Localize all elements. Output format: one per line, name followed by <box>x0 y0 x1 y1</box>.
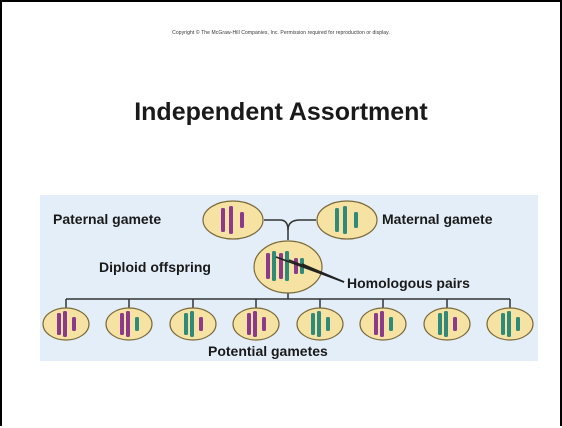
chromosome-long <box>444 311 448 337</box>
chromosome-short <box>516 317 520 331</box>
chromosome-paternal <box>279 253 283 279</box>
chromosome-paternal <box>294 258 298 274</box>
gamete-tree <box>65 292 511 309</box>
slide-title: Independent Assortment <box>134 98 428 126</box>
potential-gamete-cell <box>486 307 534 341</box>
potential-gamete-cell <box>42 307 90 341</box>
diploid-offspring-label: Diploid offspring <box>99 259 211 275</box>
chromosome-long <box>190 311 194 337</box>
chromosome-long <box>247 313 251 335</box>
potential-gametes-label: Potential gametes <box>208 343 328 359</box>
chromosome-long <box>57 313 61 335</box>
potential-gamete-cell <box>169 307 217 341</box>
chromosome-long <box>311 313 315 335</box>
chromosome-long <box>317 311 321 337</box>
maternal-gamete-cell <box>316 200 378 240</box>
chromosome-maternal <box>285 251 289 281</box>
chromosome-long <box>374 313 378 335</box>
chromosome-long <box>184 313 188 335</box>
chromosome-long <box>253 311 257 337</box>
chromosome-short <box>262 317 266 331</box>
parent-connector <box>264 219 316 240</box>
chromosome-long <box>126 311 130 337</box>
diploid-offspring-cell <box>253 240 323 294</box>
homologous-pairs-label: Homologous pairs <box>347 275 470 291</box>
chromosome-short <box>199 317 203 331</box>
chromosome-long <box>335 208 339 232</box>
chromosome-long <box>63 311 67 337</box>
copyright-notice: Copyright © The McGraw-Hill Companies, I… <box>172 30 390 36</box>
chromosome-paternal <box>266 253 270 279</box>
chromosome-short <box>354 212 358 228</box>
chromosome-long <box>343 206 347 234</box>
chromosome-short <box>326 317 330 331</box>
chromosome-short <box>135 317 139 331</box>
chromosome-maternal <box>272 251 276 281</box>
chromosome-long <box>438 313 442 335</box>
potential-gamete-cell <box>232 307 280 341</box>
potential-gamete-cell <box>296 307 344 341</box>
paternal-gamete-label: Paternal gamete <box>53 211 162 227</box>
chromosome-long <box>120 313 124 335</box>
chromosome-short <box>453 317 457 331</box>
chromosome-long <box>380 311 384 337</box>
chromosome-short <box>240 212 244 228</box>
potential-gametes-row <box>42 307 534 341</box>
chromosome-short <box>389 317 393 331</box>
chromosome-long <box>501 313 505 335</box>
chromosome-long <box>229 206 233 234</box>
chromosome-long <box>507 311 511 337</box>
chromosome-long <box>221 208 225 232</box>
maternal-gamete-label: Maternal gamete <box>382 211 493 227</box>
potential-gamete-cell <box>105 307 153 341</box>
potential-gamete-cell <box>359 307 407 341</box>
potential-gamete-cell <box>423 307 471 341</box>
paternal-gamete-cell <box>202 200 264 240</box>
homologous-pointer-lines <box>275 256 345 283</box>
chromosome-short <box>72 317 76 331</box>
